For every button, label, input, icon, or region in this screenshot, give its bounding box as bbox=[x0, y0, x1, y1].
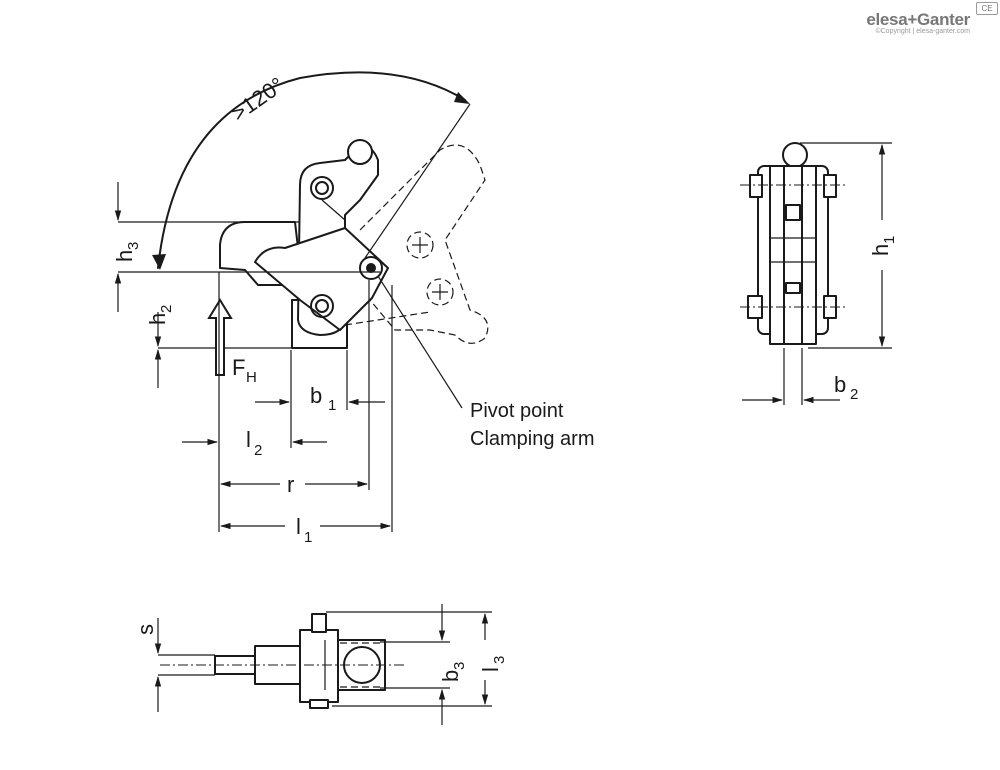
pivot-label-line2: Clamping arm bbox=[470, 428, 594, 450]
r-label: r bbox=[287, 472, 294, 497]
fh-label: F bbox=[232, 355, 245, 380]
b2-sub: 2 bbox=[850, 386, 858, 403]
h3-label: h bbox=[112, 250, 137, 262]
l1-label: l bbox=[296, 514, 301, 539]
h3-sub: 3 bbox=[125, 242, 142, 250]
force-arrow bbox=[207, 298, 233, 376]
b3-label: b bbox=[438, 670, 463, 682]
l3-label: l bbox=[478, 667, 503, 672]
l3-sub: 3 bbox=[491, 656, 508, 664]
b3-sub: 3 bbox=[451, 662, 468, 670]
l2-sub: 2 bbox=[254, 442, 262, 459]
b1-sub: 1 bbox=[328, 397, 336, 414]
h1-label: h bbox=[868, 244, 893, 256]
pivot-leader-line bbox=[377, 275, 463, 409]
pivot-point bbox=[359, 256, 383, 280]
h1-sub: 1 bbox=[881, 236, 898, 244]
h2-sub: 2 bbox=[158, 305, 175, 313]
l1-sub: 1 bbox=[304, 529, 312, 546]
front-view: h 1 b 2 bbox=[740, 142, 898, 405]
b1-label: b bbox=[310, 383, 322, 408]
pivot-label-line1: Pivot point bbox=[470, 400, 564, 422]
l2-label: l bbox=[246, 427, 251, 452]
s-label: s bbox=[133, 624, 158, 635]
top-view: s b 3 l 3 bbox=[133, 604, 508, 725]
pivot-body bbox=[254, 227, 389, 331]
brand-logo: elesa+Ganter ©Copyright | elesa-ganter.c… bbox=[866, 10, 970, 35]
angle-label: >120° bbox=[227, 72, 289, 126]
ce-badge: CE bbox=[976, 2, 998, 15]
b2-label: b bbox=[834, 372, 846, 397]
lever-pin-bottom bbox=[310, 294, 334, 318]
lever-pin-top bbox=[310, 176, 334, 200]
fh-sub: H bbox=[246, 369, 257, 386]
brand-copyright: ©Copyright | elesa-ganter.com bbox=[875, 28, 970, 35]
brand-name: elesa+Ganter bbox=[866, 10, 970, 29]
angle-arc bbox=[157, 71, 466, 269]
side-view: >120° h 3 h 2 F H b 1 bbox=[112, 71, 594, 546]
h2-label: h bbox=[145, 313, 170, 325]
lever-knob bbox=[347, 139, 373, 165]
open-position-outline bbox=[344, 144, 489, 344]
